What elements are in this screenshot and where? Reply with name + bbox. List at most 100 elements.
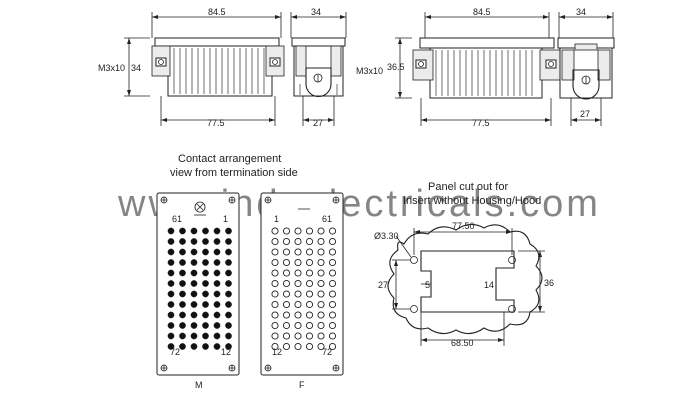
contact-pin (202, 343, 209, 350)
contact-pin (305, 342, 314, 351)
male-pin-grid (167, 227, 232, 350)
male-bottom-left-number: 72 (170, 347, 180, 357)
contact-pin (213, 301, 221, 308)
contact-pin (190, 280, 198, 287)
right-pitch-dimension: 77.5 (472, 118, 490, 128)
contact-pin (271, 258, 279, 267)
contact-pin (179, 301, 186, 308)
contact-pin (213, 248, 221, 256)
contact-pin (190, 301, 198, 308)
contact-pin (179, 332, 186, 340)
contact-pin (190, 332, 198, 340)
contact-pin (282, 269, 291, 277)
contact-pin (294, 342, 302, 351)
contact-pin (294, 290, 302, 298)
contact-pin (317, 237, 325, 246)
contact-pin (167, 322, 175, 329)
contact-pin (305, 237, 314, 246)
panel-title-line2: Insert without Housing/Hood (403, 195, 541, 207)
left-height-dimension: 34 (131, 63, 141, 73)
contact-pin (317, 269, 325, 277)
contact-pin (225, 322, 232, 329)
right-side-bottom-dimension: 27 (580, 109, 590, 119)
contact-pin (282, 332, 291, 340)
contact-pin (167, 280, 175, 287)
male-top-left-number: 61 (172, 214, 182, 224)
contact-pin (328, 311, 337, 319)
right-height-dimension: 36.5 (387, 62, 405, 72)
panel-right-height-dimension: 36 (544, 278, 554, 288)
contact-pin (190, 290, 198, 298)
contact-pin (179, 227, 186, 235)
panel-notch-right-dimension: 14 (484, 280, 494, 290)
contact-pin (202, 238, 209, 245)
contact-pin (225, 280, 232, 287)
contact-pin (294, 227, 302, 235)
panel-notch-left-dimension: 5 (425, 280, 430, 290)
panel-title-line1: Panel cut out for (428, 181, 508, 193)
contact-pin (213, 322, 221, 329)
contact-pin (190, 343, 198, 350)
left-ribs (173, 48, 265, 94)
contact-pin (328, 290, 337, 298)
contact-pin (213, 311, 221, 319)
contact-pin (179, 238, 186, 245)
contact-pin (213, 280, 221, 287)
contact-pin (305, 227, 314, 235)
contact-pin (225, 343, 232, 350)
contact-pin (282, 311, 291, 319)
contact-pin (317, 227, 325, 235)
contact-pin (202, 280, 209, 287)
left-pitch-dimension: 77.5 (207, 118, 225, 128)
contact-pin (179, 248, 186, 256)
contact-pin (225, 332, 232, 340)
panel-bottom-dimension: 68.50 (451, 338, 474, 348)
contact-pin (202, 332, 209, 340)
contact-pin (271, 237, 279, 246)
contact-pin (179, 290, 186, 298)
contact-pin (294, 300, 302, 309)
right-side-depth-dimension: 34 (576, 7, 586, 17)
contact-pin (282, 248, 291, 256)
contact-pin (328, 269, 337, 277)
contact-pin (167, 238, 175, 245)
female-bottom-left-number: 12 (272, 347, 282, 357)
contact-pin (190, 227, 198, 235)
contact-pin (271, 342, 279, 351)
panel-cutout: Ø3.30 77.50 27 5 14 36 68.50 (374, 221, 554, 348)
contact-pin (190, 269, 198, 277)
contact-pin (167, 343, 175, 350)
contact-pin (225, 269, 232, 277)
right-side-view: 34 27 (557, 7, 615, 126)
contact-pin (190, 311, 198, 319)
contact-pin (179, 259, 186, 266)
contact-pin (213, 238, 221, 245)
contact-pin (202, 227, 209, 235)
contact-pin (167, 332, 175, 340)
contact-pin (213, 259, 221, 266)
contact-pin (305, 300, 314, 309)
contact-pin (328, 279, 337, 288)
contact-pin (271, 290, 279, 298)
contact-pin (202, 259, 209, 266)
contact-pin (282, 300, 291, 309)
contact-pin (328, 248, 337, 256)
contact-pin (271, 227, 279, 235)
left-side-view: 34 27 (290, 7, 347, 128)
contact-pin (317, 290, 325, 298)
female-top-right-number: 61 (322, 214, 332, 224)
contact-pin (202, 301, 209, 308)
panel-left-height-dimension: 27 (378, 280, 388, 290)
contact-pin (179, 343, 186, 350)
right-width-dimension: 84.5 (473, 7, 491, 17)
contact-pin (225, 311, 232, 319)
panel-width-dimension: 77.50 (452, 221, 475, 231)
contact-pin (305, 290, 314, 298)
contact-pin (305, 248, 314, 256)
contact-pin (294, 311, 302, 319)
contact-pin (282, 258, 291, 267)
contact-pin (317, 342, 325, 351)
contact-pin (328, 227, 337, 235)
contact-pin (213, 343, 221, 350)
